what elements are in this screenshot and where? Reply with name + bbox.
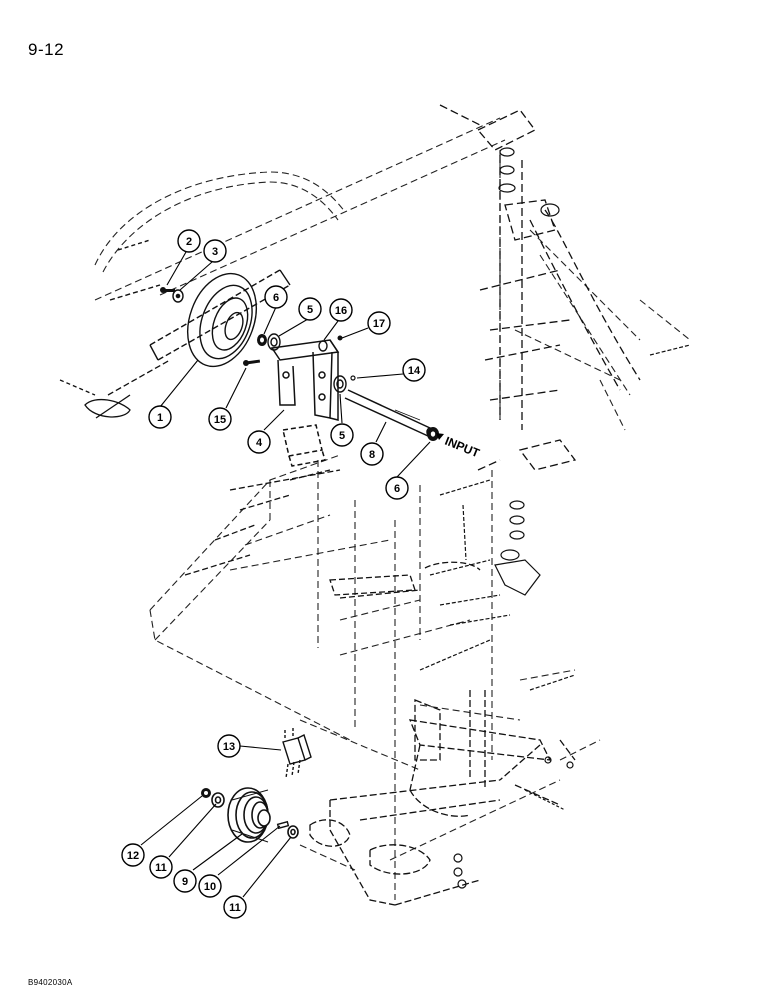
vertical-post	[439, 104, 641, 471]
callout-2-label: 2	[186, 236, 192, 248]
input-shaft-8	[344, 389, 434, 437]
connector-13	[282, 728, 312, 779]
callout-9: 9	[173, 869, 197, 893]
figure-code: B9402030A	[28, 978, 73, 987]
fitting-17	[337, 335, 343, 341]
callout-14-label: 14	[408, 365, 421, 377]
callout-13-label: 13	[223, 741, 235, 753]
callout-5-upper: 5	[298, 297, 322, 321]
callouts: 1 2 3 4 5 5 6 6 8 9 10 11 11 12 13 14 15…	[121, 229, 426, 919]
callout-5-lower-label: 5	[339, 430, 345, 442]
nut-16	[318, 340, 328, 352]
left-linkage	[59, 359, 171, 419]
callout-15-label: 15	[214, 414, 226, 426]
fitting-14	[350, 375, 356, 381]
callout-1-label: 1	[157, 412, 163, 424]
callout-13: 13	[217, 734, 241, 758]
callout-8: 8	[360, 442, 384, 466]
bolt-15	[243, 359, 261, 366]
post-fittings	[494, 147, 560, 596]
callout-3-label: 3	[212, 246, 218, 258]
callout-6-upper-label: 6	[273, 292, 279, 304]
callout-11-right: 11	[223, 895, 247, 919]
callout-4-label: 4	[256, 437, 263, 449]
callout-16-label: 16	[335, 305, 347, 317]
callout-3: 3	[203, 239, 227, 263]
callout-12: 12	[121, 843, 145, 867]
callout-9-label: 9	[182, 876, 188, 888]
page-number: 9-12	[28, 40, 65, 59]
callout-6-lower: 6	[385, 476, 409, 500]
callout-4: 4	[247, 430, 271, 454]
callout-2: 2	[177, 229, 201, 253]
pulley-washer-3	[172, 289, 184, 303]
nut-12	[201, 788, 211, 798]
callout-15: 15	[208, 407, 232, 431]
washer-11-left	[211, 792, 225, 808]
support-bracket	[270, 339, 340, 467]
washer-11-right	[287, 825, 299, 839]
mid-crossbar	[184, 469, 481, 599]
drive-pulley-assembly	[109, 239, 291, 368]
callout-11-left-label: 11	[155, 862, 167, 874]
callout-11-left: 11	[149, 855, 173, 879]
callout-5-upper-label: 5	[307, 304, 313, 316]
lower-hardware	[453, 756, 574, 889]
pulley-bolt-2	[160, 287, 175, 293]
callout-10-label: 10	[204, 881, 216, 893]
callout-6-lower-label: 6	[394, 483, 400, 495]
callout-10: 10	[198, 874, 222, 898]
input-label: INPUT	[443, 434, 482, 461]
washer-6-lower	[427, 427, 439, 441]
leader-lines	[140, 251, 431, 898]
right-pins	[419, 344, 691, 691]
callout-17-label: 17	[373, 318, 385, 330]
callout-16: 16	[329, 298, 353, 322]
callout-6-upper: 6	[264, 285, 288, 309]
input-arrow	[436, 433, 444, 440]
callout-11-right-label: 11	[229, 902, 241, 914]
callout-1: 1	[148, 405, 172, 429]
lower-pulley-9	[227, 787, 271, 843]
key-10	[276, 820, 290, 830]
bearing-5-lower	[333, 375, 347, 393]
bearing-5-upper	[267, 333, 281, 351]
washer-6-upper	[257, 334, 267, 346]
callout-5-lower: 5	[330, 423, 354, 447]
lower-frame	[309, 690, 576, 906]
callout-14: 14	[402, 358, 426, 382]
callout-12-label: 12	[127, 850, 139, 862]
callout-17: 17	[367, 311, 391, 335]
callout-8-label: 8	[369, 449, 375, 461]
